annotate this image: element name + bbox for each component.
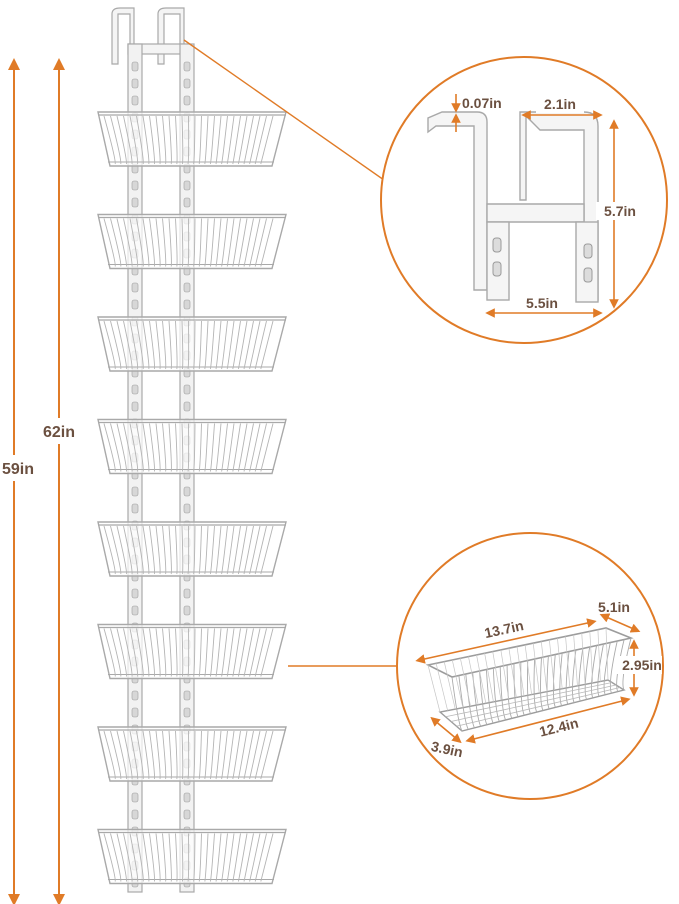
- rail-slot: [183, 792, 191, 803]
- label-59in: 59in: [2, 461, 34, 478]
- rack-basket: [97, 726, 287, 782]
- rail-slot: [131, 95, 139, 106]
- rail-slot: [183, 197, 191, 208]
- rail-slot: [183, 299, 191, 310]
- rail-slot: [131, 61, 139, 72]
- label-frame-width: 5.5in: [526, 295, 558, 311]
- rail-slot: [183, 486, 191, 497]
- rail-slot: [183, 588, 191, 599]
- dimension-frame-width: 5.5in: [485, 295, 603, 318]
- rack-basket: [97, 316, 287, 372]
- label-basket-depth: 5.1in: [598, 599, 630, 615]
- rail-slot: [131, 809, 139, 820]
- rail-slot: [183, 384, 191, 395]
- rail-slot: [131, 707, 139, 718]
- dimension-basket-height: 2.95in: [616, 639, 662, 697]
- rail-slot: [131, 605, 139, 616]
- dimension-hook-height: 5.7in: [596, 119, 642, 309]
- rack-basket: [97, 213, 287, 270]
- rail-slot: [183, 707, 191, 718]
- rail-slot: [183, 503, 191, 514]
- rail-slot: [183, 605, 191, 616]
- rail-slot: [183, 180, 191, 191]
- rail-slot: [131, 384, 139, 395]
- label-hook-height: 5.7in: [604, 203, 636, 219]
- rail-slot: [183, 282, 191, 293]
- rail-slot: [183, 78, 191, 89]
- rack-basket: [97, 828, 287, 885]
- label-62in: 62in: [43, 424, 75, 441]
- rack-tower: [97, 7, 287, 893]
- rail-slot: [131, 588, 139, 599]
- rail-slot: [131, 503, 139, 514]
- dimension-hook-width: 2.1in: [521, 96, 603, 120]
- rail-slot: [183, 401, 191, 412]
- rack-hook-left: [111, 7, 135, 65]
- rail-slot: [131, 690, 139, 701]
- rack-basket: [97, 111, 287, 167]
- label-basket-height: 2.95in: [622, 657, 662, 673]
- rail-slot: [131, 401, 139, 412]
- rail-slot: [183, 809, 191, 820]
- rail-slot: [183, 61, 191, 72]
- rail-slot: [131, 486, 139, 497]
- rail-slot: [131, 282, 139, 293]
- rail-slot: [183, 690, 191, 701]
- dimension-hook-thickness: 0.07in: [451, 94, 502, 132]
- dimension-basket-bottom-depth: 3.9in: [430, 716, 465, 760]
- rail-slot: [131, 792, 139, 803]
- dimension-basket-depth: 5.1in: [598, 599, 641, 633]
- rack-hook-right: [157, 7, 185, 65]
- rail-slot: [183, 95, 191, 106]
- rail-slot: [131, 299, 139, 310]
- dimension-62in: 62in: [40, 58, 78, 904]
- hook-callout-line: [183, 39, 385, 181]
- dimension-59in: 59in: [0, 58, 36, 904]
- rail-slot: [131, 180, 139, 191]
- rack-basket: [97, 521, 287, 577]
- label-hook-width: 2.1in: [544, 96, 576, 112]
- hook-detail-illustration: [427, 111, 599, 303]
- rack-basket: [97, 623, 287, 680]
- rail-slot: [131, 197, 139, 208]
- rail-slot: [131, 78, 139, 89]
- rack-basket: [97, 418, 287, 475]
- label-basket-bottom-depth: 3.9in: [430, 738, 465, 760]
- label-hook-thickness: 0.07in: [462, 95, 502, 111]
